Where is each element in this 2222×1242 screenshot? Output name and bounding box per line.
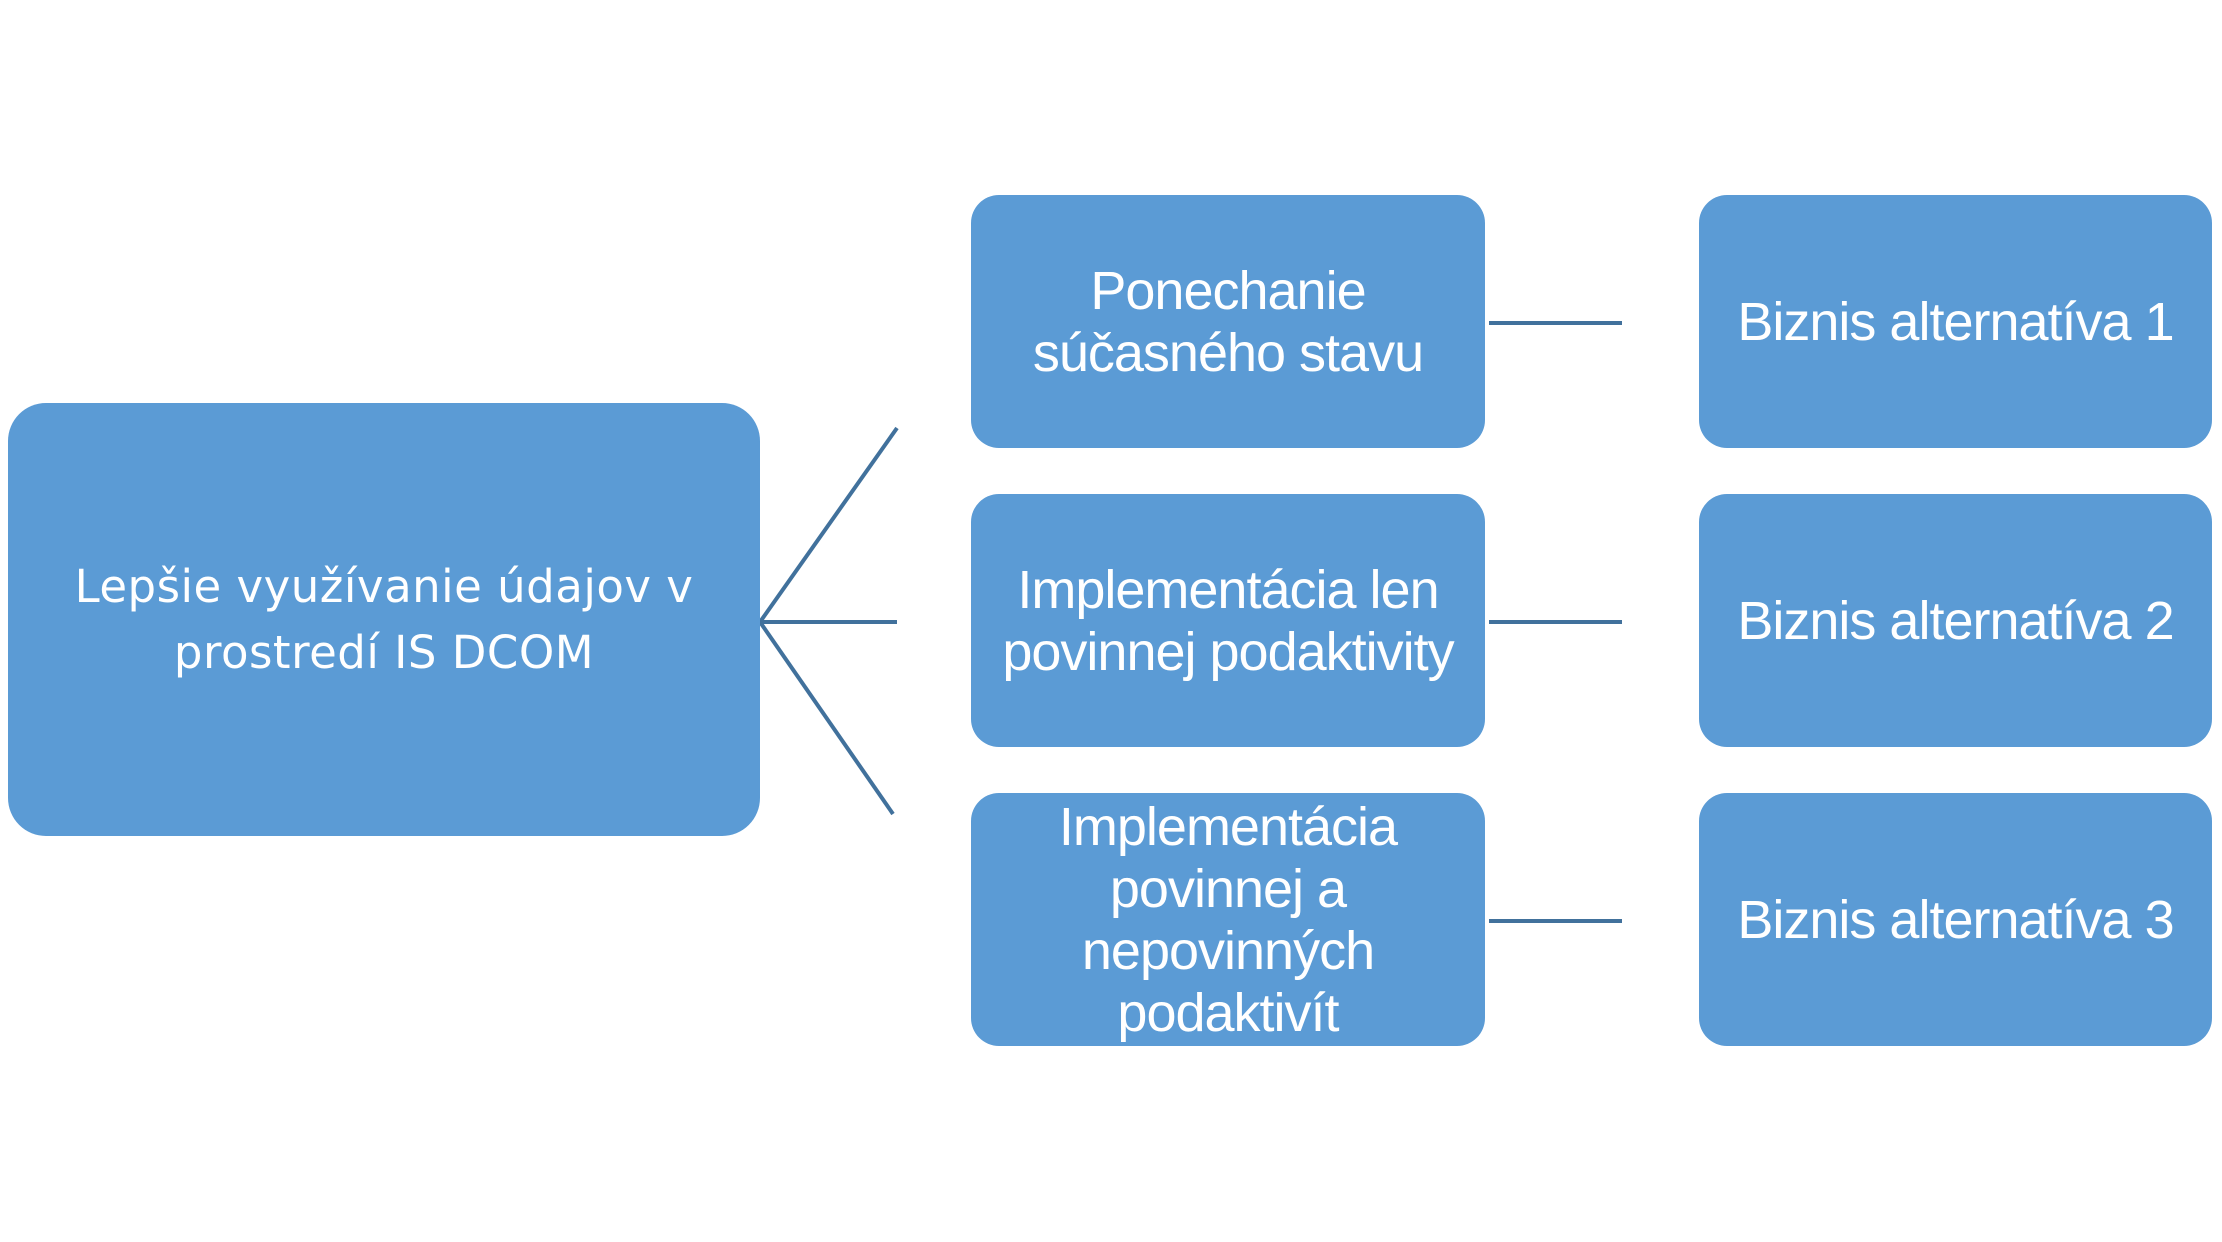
connector-root-to-option-3 [758,620,895,816]
option-node-2: Implementácia len povinnej podaktivity [971,494,1485,747]
root-node: Lepšie využívanie údajov v prostredí IS … [8,403,760,836]
alternative-node-1: Biznis alternatíva 1 [1699,195,2212,448]
connector-root-to-option-1 [758,426,899,624]
option-node-1: Ponechanie súčasného stavu [971,195,1485,448]
alternative-node-2: Biznis alternatíva 2 [1699,494,2212,747]
option-node-3: Implementácia povinnej a nepovinných pod… [971,793,1485,1046]
alternative-node-3: Biznis alternatíva 3 [1699,793,2212,1046]
